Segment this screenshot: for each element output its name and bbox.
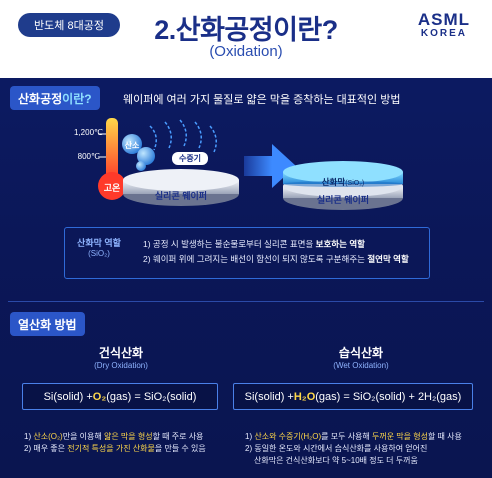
- dry-note-1: 1) 산소(O₂)만을 이용해 얇은 막을 형성할 때 주로 사용: [24, 432, 204, 441]
- oxygen-label: 산소: [124, 141, 140, 150]
- right-wafer-shape: [283, 161, 403, 210]
- section-divider: [8, 301, 484, 302]
- temp-low-label: 800℃: [77, 152, 100, 161]
- diagram-graphics: [98, 118, 403, 210]
- vapor-label: 수증기: [172, 152, 208, 165]
- oxide-role-lines: 1) 공정 시 발생하는 불순물로부터 실리콘 표면을 보호하는 역할 2) 웨…: [143, 237, 409, 267]
- oxidation-description: 웨이퍼에 여러 가지 물질로 얇은 막을 증착하는 대표적인 방법: [123, 94, 401, 106]
- wet-oxidation-title: 습식산화: [338, 346, 384, 360]
- logo-line2: KOREA: [420, 28, 467, 39]
- wet-oxidation-notes: 1) 산소와 수증기(H₂O)를 모두 사용해 두꺼운 막을 형성할 때 사용 …: [245, 431, 485, 467]
- oxide-role-line2: 2) 웨이퍼 위에 그려지는 배선이 합선이 되지 않도록 구분해주는 절연막 …: [143, 254, 409, 264]
- heat-label: 고온: [103, 183, 121, 193]
- vapor-arrows-icon: [149, 119, 217, 153]
- page-subtitle: (Oxidation): [209, 43, 283, 60]
- dry-oxidation-subtitle: (Dry Oxidation): [94, 361, 148, 370]
- section-label-main: 산화공정: [18, 91, 63, 106]
- wet-note-1: 1) 산소와 수증기(H₂O)를 모두 사용해 두꺼운 막을 형성할 때 사용: [245, 432, 462, 441]
- dry-oxidation-notes: 1) 산소(O₂)만을 이용해 얇은 막을 형성할 때 주로 사용 2) 매우 …: [24, 431, 224, 455]
- section-label-rest: 이란?: [62, 91, 92, 106]
- wet-note-2: 2) 동일한 온도와 시간에서 습식산화를 사용하여 얻어진: [245, 444, 428, 453]
- category-tag: 반도체 8대공정: [18, 13, 120, 37]
- section-label-thermal: 열산화 방법: [10, 312, 85, 336]
- oxide-film-label: 산화막(SiO₂): [321, 177, 365, 187]
- dry-oxidation-title: 건식산화: [98, 346, 144, 360]
- right-wafer-label: 실리콘 웨이퍼: [316, 195, 370, 205]
- temp-high-label: 1,200℃: [74, 128, 104, 137]
- thermometer-icon: [98, 118, 126, 200]
- left-wafer-label: 실리콘 웨이퍼: [154, 191, 208, 201]
- asml-logo: ASML KOREA: [418, 10, 470, 39]
- dry-oxidation-equation: Si(solid) + O₂(gas) = SiO₂(solid): [22, 383, 218, 410]
- oxide-role-title: 산화막 역할 (SiO₂): [77, 238, 121, 258]
- wet-oxidation-equation: Si(solid) + H₂O(gas) = SiO₂(solid) + 2H₂…: [233, 383, 473, 410]
- process-arrow-icon: [244, 144, 296, 188]
- oxide-role-line1: 1) 공정 시 발생하는 불순물로부터 실리콘 표면을 보호하는 역할: [143, 239, 365, 249]
- dry-note-2: 2) 매우 좋은 전기적 특성을 가진 산화물을 만들 수 있음: [24, 444, 206, 453]
- oxide-role-box: 산화막 역할 (SiO₂) 1) 공정 시 발생하는 불순물로부터 실리콘 표면…: [64, 227, 430, 279]
- page-title: 2.산화공정이란?: [154, 15, 338, 45]
- left-wafer-shape: [123, 169, 239, 206]
- oxidation-diagram: 1,200℃ 800℃ 고온 산소 수증기 실리콘 웨이퍼 산화막(SiO₂) …: [0, 116, 492, 226]
- wet-note-3: 산화막은 건식산화보다 약 5~10배 정도 더 두꺼움: [254, 456, 418, 465]
- header: 반도체 8대공정 2.산화공정이란? (Oxidation) ASML KORE…: [0, 0, 492, 78]
- logo-line1: ASML: [417, 10, 470, 29]
- oxygen-molecule-icon: [122, 134, 155, 171]
- wet-oxidation-subtitle: (Wet Oxidation): [333, 361, 389, 370]
